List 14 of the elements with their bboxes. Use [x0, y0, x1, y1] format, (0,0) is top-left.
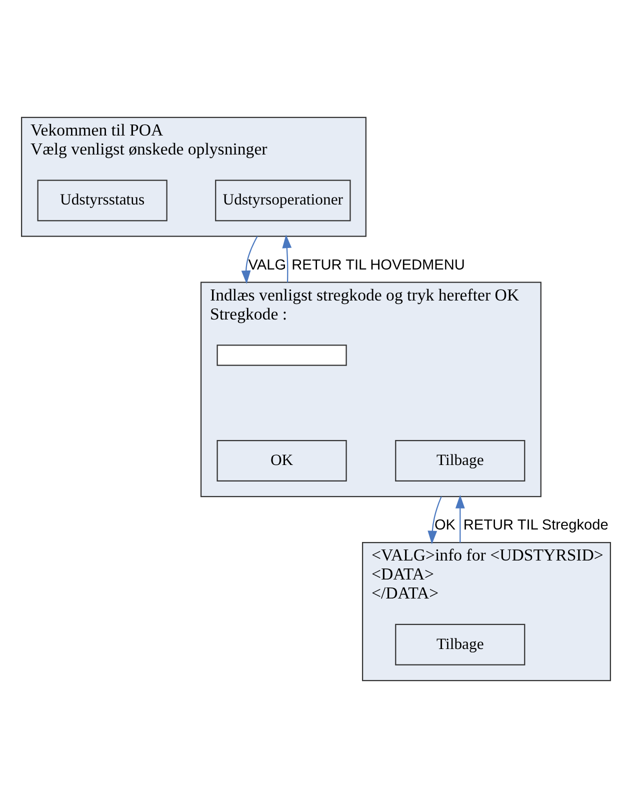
arrow [455, 494, 465, 543]
edge-label: RETUR TIL Stregkode [463, 518, 608, 534]
edge-label: OK [434, 518, 456, 534]
node-box: Tilbage [395, 624, 526, 666]
node-box [216, 344, 347, 366]
node-box: Udstyrsoperationer [215, 180, 351, 222]
edge-label: RETUR TIL HOVEDMENU [292, 257, 465, 274]
arrow [282, 234, 292, 282]
arrow [428, 496, 442, 544]
arrow [241, 236, 258, 284]
node-box: OK [216, 440, 347, 482]
node-box: Udstyrsstatus [37, 180, 168, 222]
node-box: Tilbage [395, 440, 526, 482]
edge-label: VALG [248, 257, 286, 274]
